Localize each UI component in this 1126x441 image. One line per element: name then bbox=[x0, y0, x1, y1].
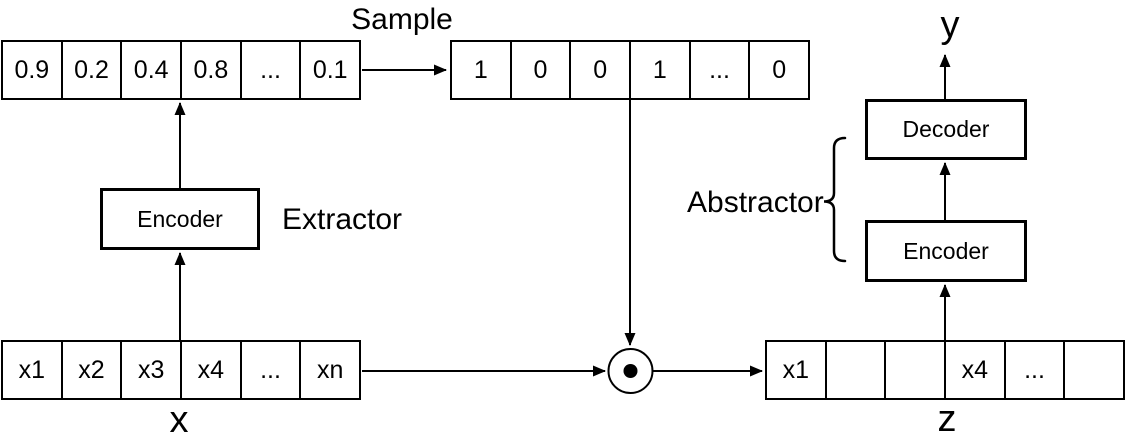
abstractor-encoder-block: Encoder bbox=[865, 220, 1027, 282]
vector-cell: 0 bbox=[748, 42, 808, 98]
vector-cell: 0.2 bbox=[60, 42, 121, 98]
masked-label-z: z bbox=[937, 398, 957, 440]
vector-cell: x2 bbox=[60, 342, 121, 398]
block-label: Decoder bbox=[902, 116, 990, 142]
abstractor-label: Abstractor bbox=[687, 186, 824, 219]
vector-cell: 0 bbox=[569, 42, 629, 98]
vector-cell: 0.8 bbox=[180, 42, 240, 98]
abstractor-brace bbox=[823, 136, 847, 263]
vector-cell: x1 bbox=[782, 355, 810, 384]
input-label-x: x bbox=[169, 399, 189, 441]
vector-cell: x3 bbox=[120, 342, 180, 398]
vector-cell: 0 bbox=[509, 42, 570, 98]
vector-cell: ... bbox=[239, 342, 300, 398]
vector-cell: x1 bbox=[18, 355, 46, 384]
vector-cell: 0.4 bbox=[120, 42, 180, 98]
vector-cell: 1 bbox=[629, 42, 689, 98]
block-label: Encoder bbox=[137, 205, 223, 232]
extractor-label: Extractor bbox=[282, 203, 403, 236]
block-label: Encoder bbox=[903, 237, 989, 264]
vector-cell bbox=[884, 342, 944, 398]
masked-vector-z: x1 x4 ... bbox=[765, 340, 1125, 400]
vector-cell: ... bbox=[239, 42, 300, 98]
vector-cell: x4 bbox=[180, 342, 240, 398]
probability-vector: 0.9 0.2 0.4 0.8 ... 0.1 bbox=[1, 40, 361, 100]
input-vector-x: x1 x2 x3 x4 ... xn bbox=[1, 340, 361, 400]
vector-cell: ... bbox=[1003, 342, 1064, 398]
abstractor-decoder-block: Decoder bbox=[865, 99, 1027, 160]
extractor-encoder-block: Encoder bbox=[100, 188, 260, 250]
vector-cell bbox=[824, 342, 885, 398]
vector-cell: xn bbox=[299, 342, 359, 398]
mask-vector: 1 0 0 1 ... 0 bbox=[450, 40, 810, 100]
elementwise-product-icon bbox=[607, 348, 654, 394]
vector-cell: x4 bbox=[944, 342, 1004, 398]
output-label-y: y bbox=[940, 4, 960, 46]
vector-cell: 0.9 bbox=[14, 55, 50, 84]
sample-label: Sample bbox=[351, 3, 453, 36]
vector-cell: 1 bbox=[473, 55, 488, 84]
vector-cell: 0.1 bbox=[299, 42, 359, 98]
vector-cell: ... bbox=[688, 42, 749, 98]
vector-cell bbox=[1063, 342, 1123, 398]
